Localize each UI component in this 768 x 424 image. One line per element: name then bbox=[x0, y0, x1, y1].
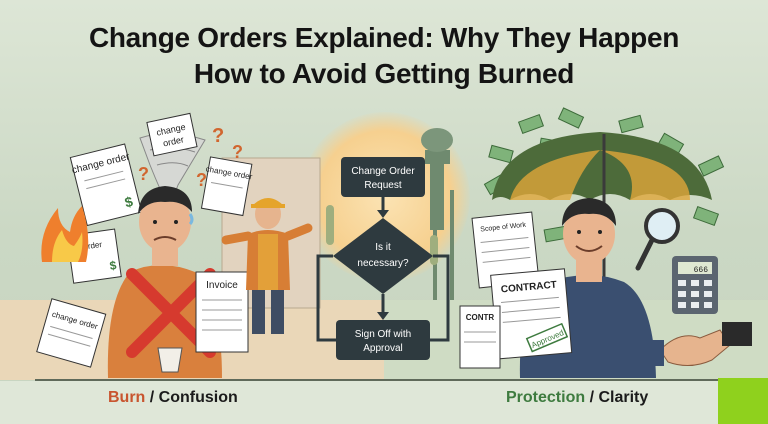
cactus-icon bbox=[430, 235, 438, 265]
money-icon bbox=[517, 113, 545, 135]
flowchart-step-approval bbox=[336, 320, 430, 360]
flowchart-decision-line2: necessary? bbox=[357, 258, 409, 269]
question-mark-icon: ? bbox=[212, 125, 224, 147]
corner-accent-block bbox=[718, 378, 768, 424]
tornado-paper: change order bbox=[146, 112, 198, 157]
money-icon bbox=[488, 144, 514, 164]
left-caption-accent: Burn bbox=[108, 389, 146, 406]
left-caption: Burn / Confusion bbox=[108, 389, 238, 407]
question-mark-icon: ? bbox=[196, 170, 207, 190]
coffee-cup-icon bbox=[157, 347, 183, 373]
svg-text:CONTR: CONTR bbox=[466, 313, 495, 322]
dollar-icon: $ bbox=[109, 258, 118, 273]
flowchart: Change Order Request Is it necessary? Si… bbox=[316, 157, 450, 360]
left-caption-rest: Confusion bbox=[158, 389, 238, 406]
svg-text:CONTRACT: CONTRACT bbox=[500, 280, 557, 296]
calculator-icon: 666 bbox=[672, 256, 718, 314]
invoice-paper: Invoice bbox=[195, 271, 249, 353]
money-icon bbox=[557, 107, 585, 129]
page-title-line2: How to Avoid Getting Burned bbox=[193, 58, 575, 89]
page-title-line1: Change Orders Explained: Why They Happen bbox=[88, 22, 680, 53]
footer-band bbox=[0, 381, 768, 424]
money-icon bbox=[697, 155, 725, 177]
money-icon bbox=[618, 114, 644, 134]
svg-text:Scope of Work: Scope of Work bbox=[480, 222, 527, 234]
change-order-paper: change order bbox=[36, 298, 107, 368]
contract-document: CONTRACT Approved bbox=[490, 268, 573, 360]
svg-text:Invoice: Invoice bbox=[206, 280, 238, 291]
question-mark-icon: ? bbox=[232, 142, 243, 162]
flowchart-decision-line1: Is it bbox=[375, 242, 391, 253]
money-icon bbox=[692, 205, 720, 227]
calculator-display: 666 bbox=[694, 266, 709, 275]
right-caption-rest: Clarity bbox=[598, 389, 649, 406]
magnifying-glass-icon bbox=[635, 208, 680, 271]
contract-stub-document: CONTR bbox=[459, 305, 501, 369]
flowchart-step1-line2: Request bbox=[364, 180, 401, 191]
svg-text:order: order bbox=[83, 240, 103, 252]
flowchart-step2-line2: Approval bbox=[363, 343, 402, 354]
cactus-icon bbox=[326, 205, 334, 245]
construction-worker bbox=[221, 198, 313, 334]
question-mark-icon: ? bbox=[138, 164, 149, 184]
left-caption-separator: / bbox=[145, 389, 159, 406]
handshake-icon bbox=[640, 322, 752, 366]
change-order-paper: change order bbox=[200, 156, 253, 217]
right-caption: Protection / Clarity bbox=[506, 389, 648, 407]
change-order-paper: change order $ bbox=[69, 143, 143, 227]
right-caption-accent: Protection bbox=[506, 389, 586, 406]
right-caption-separator: / bbox=[585, 389, 599, 406]
flowchart-step1-line1: Change Order bbox=[351, 166, 415, 177]
dollar-icon: $ bbox=[123, 193, 135, 210]
flowchart-step2-line1: Sign Off with bbox=[355, 329, 412, 340]
fire-icon bbox=[41, 206, 89, 262]
tornado-label-line2: order bbox=[162, 134, 185, 148]
ground-line bbox=[35, 379, 735, 381]
flowchart-decision bbox=[333, 218, 433, 294]
flowchart-step-request bbox=[341, 157, 425, 197]
